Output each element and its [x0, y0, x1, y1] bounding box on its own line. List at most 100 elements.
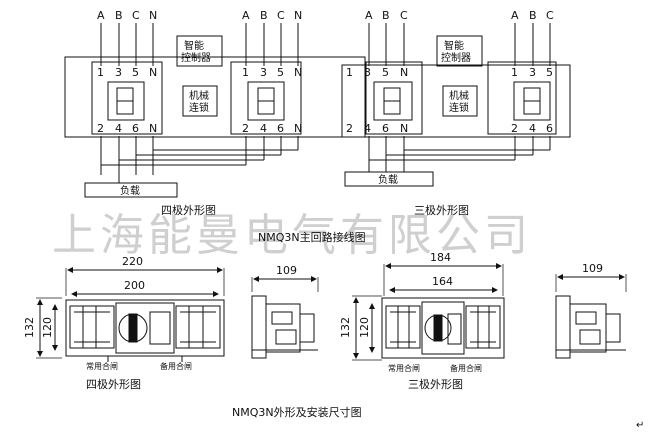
three-pole-side-view [555, 274, 627, 359]
tp-term-top-l-3: 5 [382, 66, 389, 79]
four-pole-right-handle-box [247, 81, 285, 121]
four-pole-side-view [251, 276, 319, 359]
tp-term-top-l-2: 3 [364, 66, 371, 79]
tp-common-close-label: 常用合闸 [388, 363, 420, 373]
fp-standby-close-label: 备用合闸 [160, 361, 192, 371]
fp-overall-width: 220 [122, 255, 143, 268]
fp-phase-c-right: C [277, 9, 285, 22]
fp-phase-n-left: N [149, 9, 157, 22]
fp-phase-n-right: N [294, 9, 302, 22]
tp-phase-a-right: A [511, 9, 519, 22]
paragraph-mark: ↵ [636, 420, 644, 431]
outline-install-caption: NMQ3N外形及安装尺寸图 [232, 405, 362, 419]
fp-controller-line1: 智能 [184, 39, 204, 52]
fp-term-bot-r-1: 2 [242, 122, 249, 135]
fp-term-bot-l-2: 4 [115, 122, 122, 135]
fp-term-bot-l-4: N [149, 122, 157, 135]
tp-term-top-l-1: 1 [346, 66, 353, 79]
tp-inner-height: 120 [358, 317, 371, 338]
fp-term-top-l-4: N [149, 66, 157, 79]
fp-term-bot-l-3: 6 [132, 122, 139, 135]
tp-interlock-line1: 机械 [449, 89, 469, 102]
tp-standby-close-label: 备用合闸 [450, 363, 482, 373]
fp-phase-a-left: A [97, 9, 105, 22]
tp-term-bot-l-1: 2 [346, 122, 353, 135]
fp-phase-b-right: B [260, 9, 268, 22]
fp-common-close-label: 常用合闸 [86, 361, 118, 371]
fp-depth: 109 [276, 264, 297, 277]
three-pole-controller-box [436, 35, 483, 67]
three-pole-left-breaker [365, 61, 423, 135]
fp-term-bot-r-4: N [294, 122, 302, 135]
three-pole-outline-drawing [352, 263, 505, 361]
tp-phase-b-right: B [529, 9, 537, 22]
fp-term-top-l-2: 3 [115, 66, 122, 79]
three-pole-load-box [344, 171, 434, 187]
four-pole-right-breaker [230, 61, 302, 135]
three-pole-dim-labels: 184 164 132 120 常用合闸 备用合闸 三极外形图 [339, 251, 482, 391]
fp-interlock-line2: 连锁 [189, 101, 209, 114]
fp-term-top-r-2: 3 [260, 66, 267, 79]
tp-term-top-r-1: 1 [511, 66, 518, 79]
four-pole-wiring-diagram [64, 23, 366, 198]
four-pole-frame [64, 56, 366, 138]
tp-term-bot-r-2: 4 [529, 122, 536, 135]
four-pole-outline-drawing [36, 267, 225, 362]
fp-inner-height: 120 [41, 317, 54, 338]
tp-term-top-r-2: 3 [529, 66, 536, 79]
tp-inner-width: 164 [432, 275, 453, 288]
three-pole-right-breaker [487, 61, 557, 135]
fp-term-top-r-3: 5 [277, 66, 284, 79]
four-pole-interlock-box [182, 85, 218, 117]
main-circuit-caption: NMQ3N主回路接线图 [258, 230, 366, 244]
fp-term-top-l-3: 5 [132, 66, 139, 79]
tp-phase-c-left: C [400, 9, 408, 22]
tp-term-bot-l-3: 6 [382, 122, 389, 135]
tp-term-top-r-3: 5 [546, 66, 553, 79]
tp-phase-c-right: C [546, 9, 554, 22]
fp-phase-b-left: B [115, 9, 123, 22]
tp-term-bot-l-4: N [400, 122, 408, 135]
fp-wiring-caption: 四极外形图 [161, 203, 216, 217]
four-pole-left-handle-box [107, 81, 145, 121]
fp-phase-c-left: C [132, 9, 140, 22]
three-pole-body [381, 297, 505, 359]
fp-load-label: 负载 [120, 184, 140, 197]
tp-outline-caption: 三极外形图 [408, 377, 463, 391]
fp-phase-a-right: A [242, 9, 250, 22]
four-pole-dim-labels: 220 200 132 120 常用合闸 备用合闸 四极外形图 [23, 255, 192, 391]
fp-term-top-l-1: 1 [97, 66, 104, 79]
four-pole-load-box [84, 182, 178, 198]
fp-term-bot-r-3: 6 [277, 122, 284, 135]
fp-term-bot-r-2: 4 [260, 122, 267, 135]
tp-term-bot-l-2: 4 [364, 122, 371, 135]
tp-term-bot-r-3: 6 [546, 122, 553, 135]
tp-phase-b-left: B [382, 9, 390, 22]
three-pole-frame [341, 64, 571, 138]
three-pole-left-handle-box [373, 81, 413, 121]
tp-overall-width: 184 [430, 251, 451, 264]
tp-interlock-line2: 连锁 [449, 101, 469, 114]
fp-interlock-line1: 机械 [189, 89, 209, 102]
four-pole-controller-box [176, 35, 223, 67]
tp-controller-line1: 智能 [444, 39, 464, 52]
four-pole-left-breaker [91, 61, 163, 135]
three-pole-wiring-diagram [341, 23, 571, 187]
fp-controller-line2: 控制器 [181, 51, 211, 64]
fp-outline-caption: 四极外形图 [86, 377, 141, 391]
tp-controller-line2: 控制器 [441, 51, 471, 64]
tp-load-label: 负载 [378, 173, 398, 186]
three-pole-interlock-box [442, 85, 478, 117]
tp-term-top-l-4: N [400, 66, 408, 79]
fp-inner-width: 200 [124, 279, 145, 292]
tp-overall-height: 132 [339, 317, 352, 338]
tp-phase-a-left: A [365, 9, 373, 22]
fp-term-bot-l-1: 2 [97, 122, 104, 135]
tp-depth: 109 [582, 262, 603, 275]
fp-term-top-r-4: N [294, 66, 302, 79]
company-watermark: 上海能曼电气有限公司 [52, 210, 532, 261]
four-pole-wiring-labels: A B C N A B C N 1 3 5 N 1 3 5 N 2 4 6 N … [97, 9, 302, 217]
three-pole-right-handle-box [513, 81, 551, 121]
fp-term-top-r-1: 1 [242, 66, 249, 79]
